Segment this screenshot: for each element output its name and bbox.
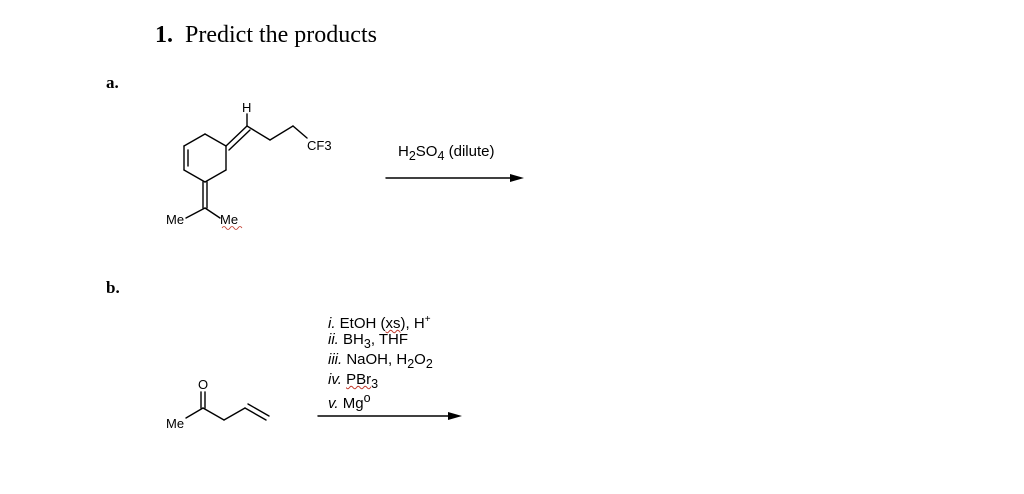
atom-label-o: O — [198, 377, 208, 392]
question-number: 1. — [155, 22, 173, 48]
condition-step-5: v. Mgo — [328, 391, 371, 412]
chain-bond — [292, 125, 308, 139]
condition-step-2: ii. BH3, THF — [328, 331, 409, 351]
atom-label-h: H — [242, 100, 251, 115]
reaction-arrow-b-head — [448, 412, 462, 420]
question-title: 1. Predict the products — [155, 22, 377, 49]
condition-step-4: iv. PBr3 — [328, 371, 379, 391]
part-a-label: a. — [106, 73, 119, 92]
atom-label-me-right: Me — [220, 212, 238, 227]
exocyclic-double-bond — [225, 125, 248, 147]
chain-bond — [269, 125, 294, 141]
reaction-arrow-a-head — [510, 174, 524, 182]
chain-bond — [246, 125, 271, 141]
methyl-bond — [185, 407, 204, 419]
chain-bond — [223, 407, 246, 421]
reagent-a: H2SO4 (dilute) — [398, 143, 495, 163]
condition-step-3: iii. NaOH, H2O2 — [328, 351, 433, 371]
ring-bond — [204, 133, 227, 147]
terminal-alkene-double-bond — [247, 403, 270, 417]
chain-bond — [202, 407, 225, 421]
question-text: Predict the products — [185, 22, 377, 48]
atom-label-me-left: Me — [166, 212, 184, 227]
condition-step-1: i. EtOH (xs), H+ — [328, 314, 431, 332]
ring-bond — [183, 133, 206, 147]
methyl-bond — [185, 207, 206, 219]
atom-label-cf3: CF3 — [307, 138, 332, 153]
atom-label-me: Me — [166, 416, 184, 431]
methyl-bond — [204, 207, 221, 219]
spellcheck-squiggle — [221, 226, 243, 230]
part-b-label: b. — [106, 278, 120, 297]
terminal-alkene-bond — [244, 407, 267, 421]
exocyclic-double-bond-second — [228, 129, 251, 151]
ring-bond — [183, 169, 206, 183]
ring-bond — [204, 169, 227, 183]
